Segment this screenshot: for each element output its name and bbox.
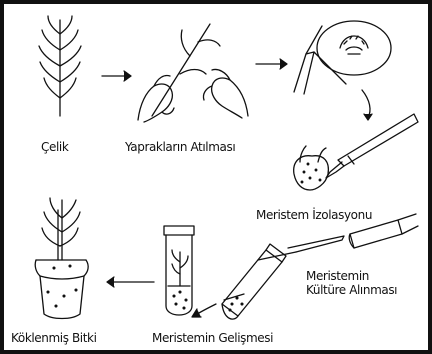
step-label-culture-transfer: Meristemin Kültüre Alınması — [306, 269, 397, 297]
step-label-culture-transfer-line-1: Meristemin — [306, 269, 397, 283]
developing-meristem-tube-illustration — [164, 226, 194, 315]
arrow-transfer-to-development — [192, 304, 216, 317]
leaf-stripping-illustration — [138, 24, 248, 122]
step-label-leaf-stripping: Yaprakların Atılması — [125, 140, 235, 154]
step-label-rooted-plant: Köklenmiş Bitki — [11, 331, 97, 345]
arrow-development-to-rooted-plant — [107, 277, 154, 287]
culture-transfer-illustration — [222, 214, 418, 319]
step-label-cutting: Çelik — [41, 140, 68, 154]
diagram-drawing — [4, 4, 428, 350]
rooted-plant-pot-illustration — [35, 198, 88, 319]
step-label-meristem-isolation: Meristem İzolasyonu — [256, 208, 372, 222]
step-label-meristem-development: Meristemin Gelişmesi — [152, 331, 273, 345]
step-label-culture-transfer-line-2: Kültüre Alınması — [306, 283, 397, 297]
meristem-magnified-illustration — [294, 21, 391, 120]
scalpel-isolation-illustration — [294, 114, 418, 190]
arrow-stripping-to-isolation — [256, 59, 287, 69]
cutting-illustration — [39, 16, 81, 116]
arrow-cutting-to-stripping — [102, 71, 131, 81]
